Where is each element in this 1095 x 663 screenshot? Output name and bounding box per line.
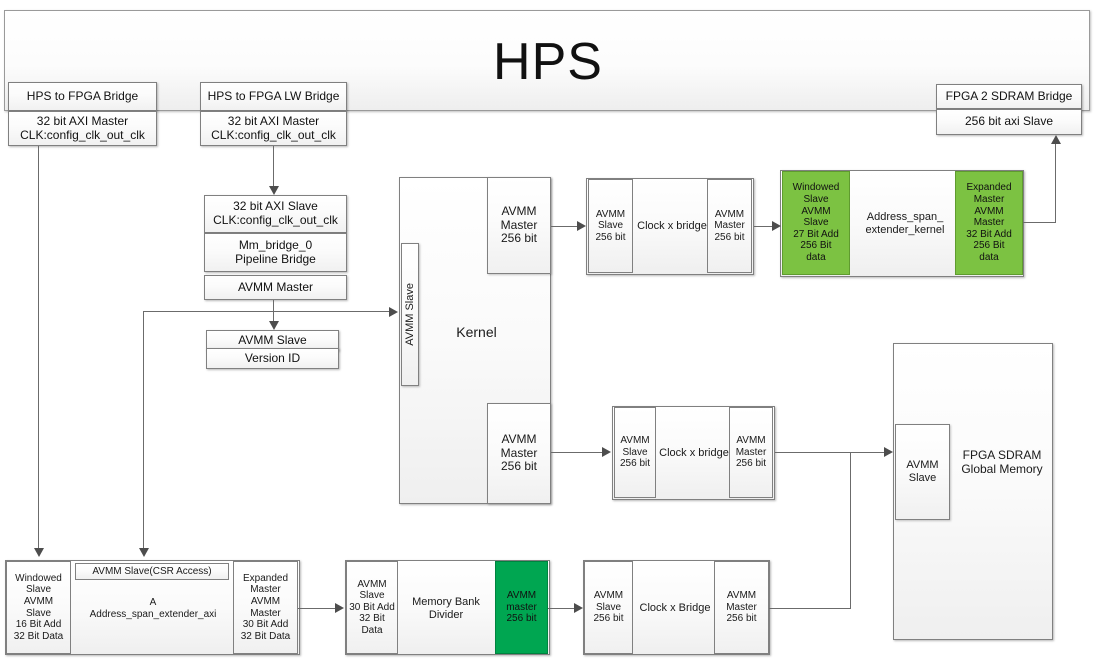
hps-to-fpga-lw-bridge-detail-label: 32 bit AXI Master CLK:config_clk_out_clk — [211, 113, 336, 142]
arrowhead-kernel-top-to-clockbridge — [577, 221, 586, 231]
clock-bridge-bottom-body-label: Clock x Bridge — [639, 601, 711, 614]
hps-to-fpga-lw-bridge-detail: 32 bit AXI Master CLK:config_clk_out_clk — [200, 111, 347, 146]
pipeline-bridge-master-label: AVMM Master — [237, 279, 314, 294]
clock-bridge-bottom-master[interactable]: AVMM Master 256 bit — [714, 561, 769, 654]
arrowhead-clockbridge-to-ase-kernel — [772, 221, 781, 231]
ase-kernel-expanded-master[interactable]: Expanded Master AVMM Master 32 Bit Add 2… — [955, 171, 1023, 275]
ase-kernel-windowed-slave[interactable]: Windowed Slave AVMM Slave 27 Bit Add 256… — [782, 171, 850, 275]
connector-bus-right-to-kernel — [273, 311, 390, 312]
arrowhead-ase-kernel-to-sdram-bridge — [1051, 135, 1061, 144]
ase-kernel-windowed-slave-label: Windowed Slave AVMM Slave 27 Bit Add 256… — [792, 182, 840, 263]
kernel-avmm-master-top-label: AVMM Master 256 bit — [500, 203, 538, 246]
clock-bridge-top-master-label: AVMM Master 256 bit — [714, 208, 745, 243]
ase-axi-body-label: A Address_span_extender_axi — [89, 597, 217, 620]
arrowhead-mbd-to-clockbridge-bottom — [574, 603, 583, 613]
fpga-2-sdram-bridge-detail: 256 bit axi Slave — [936, 109, 1082, 135]
kernel-title: Kernel — [456, 323, 497, 340]
kernel-avmm-slave-port-label: AVMM Slave — [403, 283, 416, 346]
fpga-sdram-avmm-slave-label: AVMM Slave — [906, 459, 939, 484]
ase-axi-expanded-master-label: Expanded Master AVMM Master 30 Bit Add 3… — [240, 572, 291, 642]
kernel-avmm-master-bottom[interactable]: AVMM Master 256 bit — [487, 403, 551, 504]
arrowhead-clockbridge-mid-to-sdram — [884, 447, 893, 457]
clock-bridge-mid-master-label: AVMM Master 256 bit — [735, 435, 767, 470]
version-id-slave-label: AVMM Slave — [238, 332, 307, 347]
arrowhead-lw-to-axislave — [269, 186, 279, 195]
memory-bank-divider-body-label: Memory Bank Divider — [412, 596, 480, 621]
ase-axi-csr-slave-label: AVMM Slave(CSR Access) — [92, 565, 212, 577]
hps-to-fpga-lw-bridge-label: HPS to FPGA LW Bridge — [207, 88, 340, 103]
hps-to-fpga-lw-bridge-header[interactable]: HPS to FPGA LW Bridge — [200, 82, 347, 111]
mbd-avmm-slave[interactable]: AVMM Slave 30 Bit Add 32 Bit Data — [346, 561, 398, 654]
connector-kernel-top-to-clockbridge — [551, 226, 582, 227]
fpga-2-sdram-bridge-label: FPGA 2 SDRAM Bridge — [945, 88, 1073, 103]
arrowhead-kernel-bottom-to-clockbridge — [602, 447, 611, 457]
clock-bridge-mid-slave[interactable]: AVMM Slave 256 bit — [614, 407, 656, 498]
pipeline-bridge-slave-label: 32 bit AXI Slave CLK:config_clk_out_clk — [213, 199, 338, 227]
connector-bus-left — [143, 311, 274, 312]
arrowhead-ase-axi-to-mbd — [335, 603, 344, 613]
clock-bridge-mid-slave-label: AVMM Slave 256 bit — [619, 435, 651, 470]
connector-kernel-bottom-to-clockbridge — [551, 452, 606, 453]
hps-to-fpga-bridge-detail-label: 32 bit AXI Master CLK:config_clk_out_clk — [20, 113, 145, 142]
clock-bridge-top-body-label: Clock x bridge — [637, 219, 707, 232]
hps-to-fpga-bridge-header[interactable]: HPS to FPGA Bridge — [8, 82, 157, 111]
ase-kernel-expanded-master-label: Expanded Master AVMM Master 32 Bit Add 2… — [966, 182, 1012, 263]
clock-bridge-top-slave[interactable]: AVMM Slave 256 bit — [588, 179, 633, 273]
mbd-avmm-master[interactable]: AVMM master 256 bit — [495, 561, 548, 654]
arrowhead-bus-to-versionid — [269, 321, 279, 330]
ase-axi-csr-slave[interactable]: AVMM Slave(CSR Access) — [75, 563, 229, 580]
connector-mbd-to-clockbridge-bottom — [548, 608, 577, 609]
mbd-avmm-slave-label: AVMM Slave 30 Bit Add 32 Bit Data — [349, 578, 395, 636]
connector-hps-bridge-to-windowed-slave — [38, 146, 39, 548]
fpga-2-sdram-bridge-header[interactable]: FPGA 2 SDRAM Bridge — [936, 84, 1082, 109]
ase-axi-windowed-slave[interactable]: Windowed Slave AVMM Slave 16 Bit Add 32 … — [6, 561, 71, 654]
connector-ase-kernel-to-sdram-bridge-v — [1055, 144, 1056, 223]
kernel-avmm-master-top[interactable]: AVMM Master 256 bit — [487, 177, 551, 274]
connector-pipeline-master-down — [273, 300, 274, 311]
version-id-body-label: Version ID — [244, 350, 301, 365]
connector-clockbridge-to-ase-kernel — [754, 226, 776, 227]
connector-bus-down-to-csr — [143, 311, 144, 548]
arrowhead-hps-bridge-to-windowed-slave — [34, 548, 44, 557]
fpga-sdram-avmm-slave[interactable]: AVMM Slave — [895, 424, 950, 520]
arrowhead-bus-to-csr — [139, 548, 149, 557]
connector-lw-to-axislave — [273, 146, 274, 187]
version-id-body[interactable]: Version ID — [206, 348, 339, 369]
connector-ase-kernel-to-sdram-bridge-h — [1023, 222, 1056, 223]
clock-bridge-top-master[interactable]: AVMM Master 256 bit — [707, 179, 752, 273]
kernel-avmm-slave-port[interactable]: AVMM Slave — [401, 243, 419, 386]
clock-bridge-bottom-slave[interactable]: AVMM Slave 256 bit — [584, 561, 633, 654]
connector-clockbridge-bottom-right — [769, 608, 851, 609]
clock-bridge-bottom-slave-label: AVMM Slave 256 bit — [593, 590, 624, 625]
fpga-2-sdram-bridge-detail-label: 256 bit axi Slave — [964, 114, 1054, 129]
clock-bridge-mid-body-label: Clock x bridge — [659, 446, 729, 459]
hps-to-fpga-bridge-label: HPS to FPGA Bridge — [26, 88, 139, 103]
pipeline-bridge-master: AVMM Master — [204, 275, 347, 300]
arrowhead-bus-to-kernel-slave — [389, 307, 398, 317]
connector-bus-to-versionid — [273, 311, 274, 322]
clock-bridge-mid-master[interactable]: AVMM Master 256 bit — [729, 407, 773, 498]
ase-kernel-body-label: Address_span_ extender_kernel — [865, 211, 945, 236]
pipeline-bridge-body-label: Mm_bridge_0 Pipeline Bridge — [235, 237, 316, 266]
hps-panel: HPS — [4, 10, 1090, 111]
connector-clockbridge-mid-to-sdram — [775, 452, 887, 453]
pipeline-bridge-slave: 32 bit AXI Slave CLK:config_clk_out_clk — [204, 195, 347, 233]
connector-ase-axi-to-mbd — [298, 608, 338, 609]
hps-to-fpga-bridge-detail: 32 bit AXI Master CLK:config_clk_out_clk — [8, 111, 157, 146]
hps-title: HPS — [493, 32, 603, 91]
clock-bridge-top-slave-label: AVMM Slave 256 bit — [595, 208, 626, 243]
connector-clockbridge-bottom-up — [850, 452, 851, 609]
mbd-avmm-master-label: AVMM master 256 bit — [506, 590, 537, 625]
kernel-avmm-master-bottom-label: AVMM Master 256 bit — [500, 431, 538, 474]
pipeline-bridge-body[interactable]: Mm_bridge_0 Pipeline Bridge — [204, 233, 347, 272]
fpga-sdram-title: FPGA SDRAM Global Memory — [961, 447, 1043, 476]
ase-axi-windowed-slave-label: Windowed Slave AVMM Slave 16 Bit Add 32 … — [13, 572, 64, 642]
ase-axi-expanded-master[interactable]: Expanded Master AVMM Master 30 Bit Add 3… — [233, 561, 298, 654]
clock-bridge-bottom-master-label: AVMM Master 256 bit — [726, 590, 757, 625]
